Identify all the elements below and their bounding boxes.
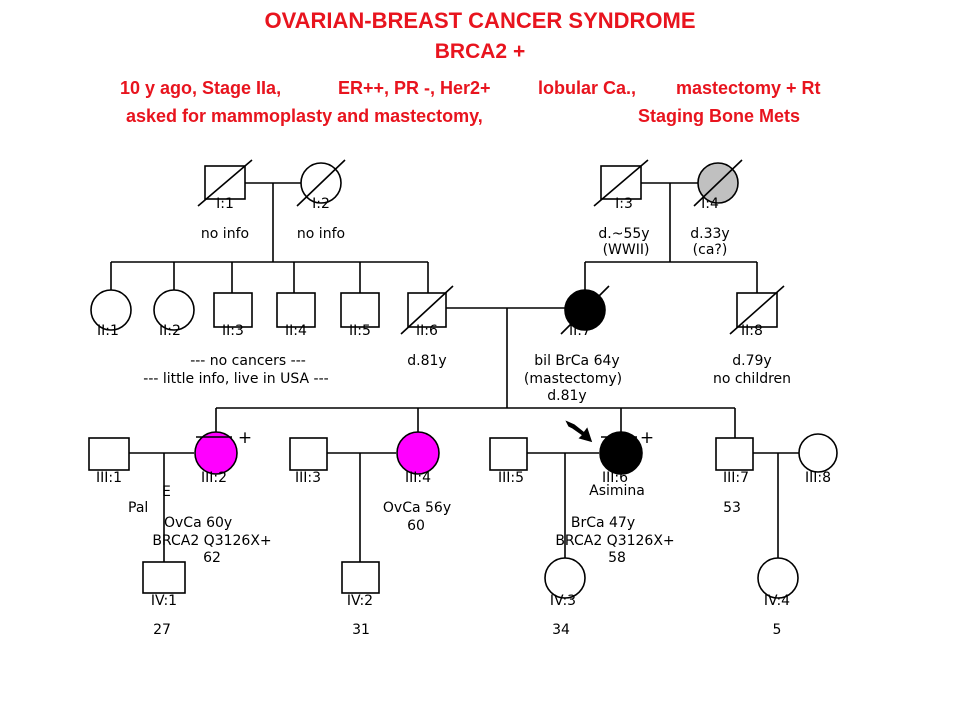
- individual-note: no info: [201, 226, 249, 242]
- id-label: IV:4: [764, 593, 790, 609]
- individual-IV-2: IV:2 31: [341, 561, 380, 638]
- individual-note: 31: [352, 622, 370, 638]
- individual-note: BRCA2 Q3126X+: [555, 533, 674, 549]
- individual-note: d.79y: [732, 353, 771, 369]
- note-histology: lobular Ca.,: [538, 78, 637, 98]
- individual-II-1: II:1: [90, 289, 132, 339]
- id-label: II:3: [222, 323, 244, 339]
- overlapping-fragment: E: [162, 484, 171, 500]
- individual-note: 34: [552, 622, 570, 638]
- individual-note: d.81y: [547, 388, 586, 404]
- id-label: II:7: [569, 323, 591, 339]
- id-label: I:1: [216, 196, 234, 212]
- individual-II-6: II:6 d.81y: [400, 285, 454, 369]
- id-label: III:2: [201, 470, 227, 486]
- id-label: III:5: [498, 470, 524, 486]
- individual-note: 5: [773, 622, 782, 638]
- id-label: I:4: [701, 196, 719, 212]
- proband-arrow-icon: [565, 420, 593, 443]
- individual-note: no children: [713, 371, 791, 387]
- id-label: II:6: [416, 323, 438, 339]
- note-staging: Staging Bone Mets: [638, 106, 801, 126]
- individual-I-4: I:4 d.33y (ca?): [690, 159, 743, 258]
- individual-III-1: III:1: [88, 437, 130, 486]
- individual-III-3: III:3: [289, 437, 328, 486]
- id-label: III:6: [602, 470, 628, 486]
- individual-note: BRCA2 Q3126X+: [152, 533, 271, 549]
- individual-III-6-proband: III:6 + Asimina BrCa 47y BRCA2 Q3126X+ 5…: [555, 420, 675, 566]
- note-request: asked for mammoplasty and mastectomy,: [126, 106, 483, 126]
- individual-note: d.~55y: [598, 226, 649, 242]
- individual-IV-1: IV:1 27: [142, 561, 186, 638]
- overlapping-fragment: Pal: [128, 500, 148, 516]
- id-label: III:3: [295, 470, 321, 486]
- individual-note: OvCa 60y: [164, 515, 232, 531]
- id-label: IV:1: [151, 593, 177, 609]
- individual-III-8: III:8: [798, 433, 838, 486]
- individual-IV-3: IV:3 34: [544, 557, 586, 638]
- individual-note: bil BrCa 64y: [534, 353, 619, 369]
- individual-I-3: I:3 d.~55y (WWII): [593, 159, 650, 258]
- id-label: III:7: [723, 470, 749, 486]
- individual-II-5: II:5: [340, 292, 380, 339]
- group-note: --- little info, live in USA ---: [143, 371, 328, 387]
- id-label: III:8: [805, 470, 831, 486]
- id-label: II:8: [741, 323, 763, 339]
- id-label: II:4: [285, 323, 307, 339]
- id-label: II:1: [97, 323, 119, 339]
- individual-II-7: II:7 bil BrCa 64y (mastectomy) d.81y: [524, 285, 622, 404]
- pedigree-subtitle: BRCA2 +: [434, 40, 526, 63]
- individual-I-1: I:1 no info: [197, 159, 253, 242]
- id-label: III:4: [405, 470, 431, 486]
- individual-III-4: III:4 OvCa 56y 60: [383, 431, 451, 534]
- note-treatment: mastectomy + Rt: [676, 78, 821, 98]
- individual-II-8: II:8 d.79y no children: [713, 285, 791, 387]
- id-label: II:2: [159, 323, 181, 339]
- individual-note: OvCa 56y: [383, 500, 451, 516]
- individual-note: d.81y: [407, 353, 446, 369]
- id-label: III:1: [96, 470, 122, 486]
- carrier-plus-sign: +: [640, 428, 654, 448]
- note-stage: 10 y ago, Stage IIa,: [120, 78, 282, 98]
- pedigree-lines: [110, 182, 800, 562]
- individual-III-2: III:2 + OvCa 60y BRCA2 Q3126X+ 62: [152, 428, 271, 566]
- individual-II-2: II:2: [153, 289, 195, 339]
- individual-note: (ca?): [693, 242, 728, 258]
- pedigree-title: OVARIAN-BREAST CANCER SYNDROME: [264, 8, 696, 33]
- individual-III-5: III:5: [489, 437, 528, 486]
- individual-note: (mastectomy): [524, 371, 622, 387]
- individual-note: 60: [407, 518, 425, 534]
- id-label: IV:2: [347, 593, 373, 609]
- proband-name: Asimina: [589, 483, 645, 499]
- id-label: IV:3: [550, 593, 576, 609]
- id-label: I:3: [615, 196, 633, 212]
- individual-III-7: III:7 53: [715, 437, 754, 516]
- individual-I-2: I:2 no info: [296, 159, 346, 242]
- group-note: --- no cancers ---: [190, 353, 306, 369]
- individual-note: 27: [153, 622, 171, 638]
- individual-note: 58: [608, 550, 626, 566]
- id-label: II:5: [349, 323, 371, 339]
- individual-note: 53: [723, 500, 741, 516]
- note-receptors: ER++, PR -, Her2+: [338, 78, 491, 98]
- individual-note: BrCa 47y: [571, 515, 635, 531]
- carrier-plus-sign: +: [238, 428, 252, 448]
- individual-note: no info: [297, 226, 345, 242]
- individual-note: (WWII): [603, 242, 650, 258]
- individual-II-4: II:4: [276, 292, 316, 339]
- individual-II-3: II:3: [213, 292, 253, 339]
- individual-IV-4: IV:4 5: [757, 557, 799, 638]
- individual-note: d.33y: [690, 226, 729, 242]
- individual-note: 62: [203, 550, 221, 566]
- id-label: I:2: [312, 196, 330, 212]
